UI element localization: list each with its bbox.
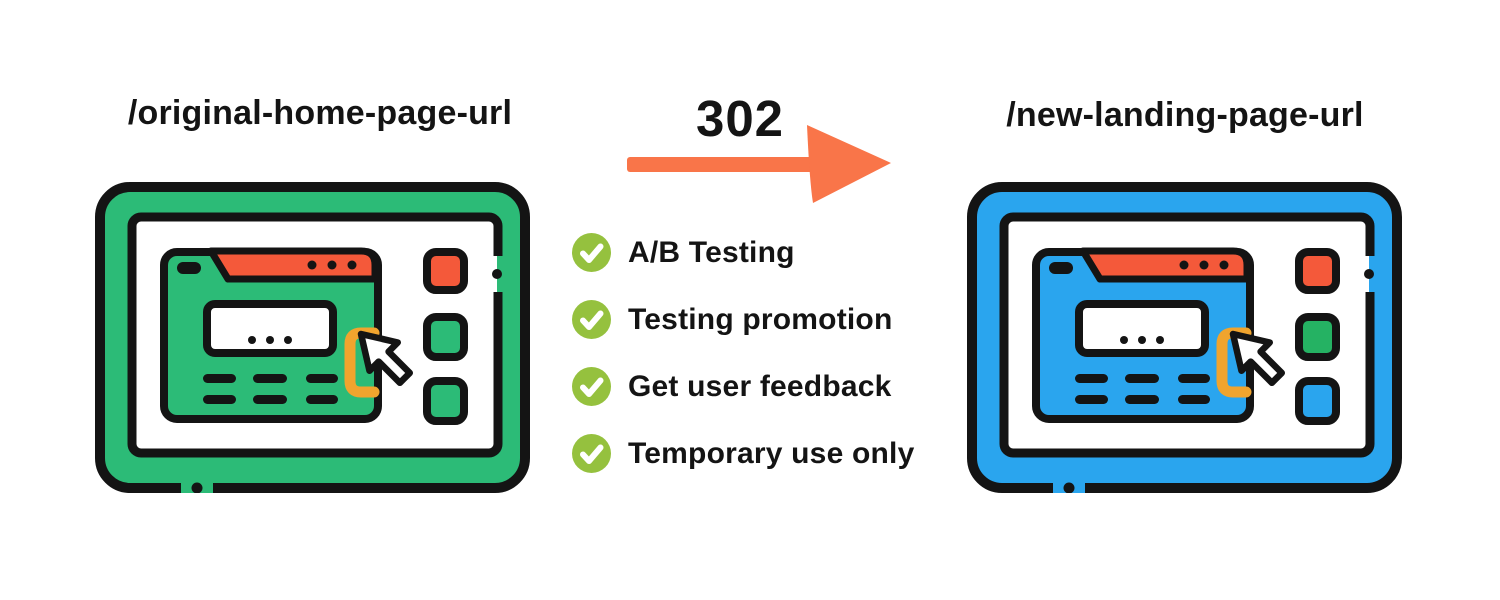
highlight-bracket-icon <box>344 327 380 398</box>
benefit-item-ab-testing: A/B Testing <box>572 233 914 272</box>
benefits-list: A/B Testing Testing promotion Get user f… <box>572 233 914 473</box>
new-url-label: /new-landing-page-url <box>1006 96 1364 134</box>
benefit-item-user-feedback: Get user feedback <box>572 367 914 406</box>
side-buttons <box>1295 248 1340 425</box>
benefit-label: Testing promotion <box>628 302 893 336</box>
menu-dash <box>177 262 201 274</box>
green-browser-monitor-icon <box>95 182 530 493</box>
browser-topbar <box>207 247 379 283</box>
benefit-item-testing-promotion: Testing promotion <box>572 300 914 339</box>
check-circle-icon <box>572 300 611 339</box>
topbar-dot <box>327 260 337 270</box>
right-arrow-icon <box>627 125 891 203</box>
ellipsis-dot <box>266 336 274 344</box>
blue-browser-monitor-icon <box>967 182 1402 493</box>
topbar-dot <box>1199 260 1209 270</box>
topbar-dot <box>307 260 317 270</box>
side-button-red <box>423 248 468 294</box>
browser-window <box>1032 247 1254 423</box>
address-bar <box>203 300 337 357</box>
cursor-arrow-icon <box>357 330 414 387</box>
side-buttons <box>423 248 468 425</box>
topbar-dot <box>1179 260 1189 270</box>
side-button-middle <box>423 313 468 361</box>
stitch-dot <box>191 482 203 493</box>
ellipsis-dot <box>284 336 292 344</box>
original-url-label: /original-home-page-url <box>127 94 513 132</box>
address-bar <box>1075 300 1209 357</box>
benefit-label: A/B Testing <box>628 235 795 269</box>
arrow-head <box>807 125 891 203</box>
text-lines <box>1075 374 1210 404</box>
ellipsis-dot <box>1120 336 1128 344</box>
ellipsis-dot <box>248 336 256 344</box>
side-button-blue <box>1295 377 1340 425</box>
benefit-item-temporary-use: Temporary use only <box>572 434 914 473</box>
topbar-dot <box>1219 260 1229 270</box>
menu-dash <box>1049 262 1073 274</box>
text-lines <box>203 374 338 404</box>
check-circle-icon <box>572 367 611 406</box>
benefit-label: Temporary use only <box>628 436 915 470</box>
benefit-label: Get user feedback <box>628 369 892 403</box>
check-circle-icon <box>572 434 611 473</box>
ellipsis-dot <box>1156 336 1164 344</box>
side-button-bottom <box>423 377 468 425</box>
side-button-red <box>1295 248 1340 294</box>
side-button-green <box>1295 313 1340 361</box>
browser-topbar <box>1079 247 1251 283</box>
stitch-dot <box>492 269 502 279</box>
ellipsis-dot <box>1138 336 1146 344</box>
highlight-bracket-icon <box>1216 327 1252 398</box>
stitch-dot <box>1063 482 1075 493</box>
cursor-arrow-icon <box>1229 330 1286 387</box>
check-circle-icon <box>572 233 611 272</box>
arrow-shaft <box>627 157 817 172</box>
browser-window <box>160 247 382 423</box>
redirect-code: 302 <box>695 90 785 147</box>
topbar-dot <box>347 260 357 270</box>
stitch-dot <box>1364 269 1374 279</box>
